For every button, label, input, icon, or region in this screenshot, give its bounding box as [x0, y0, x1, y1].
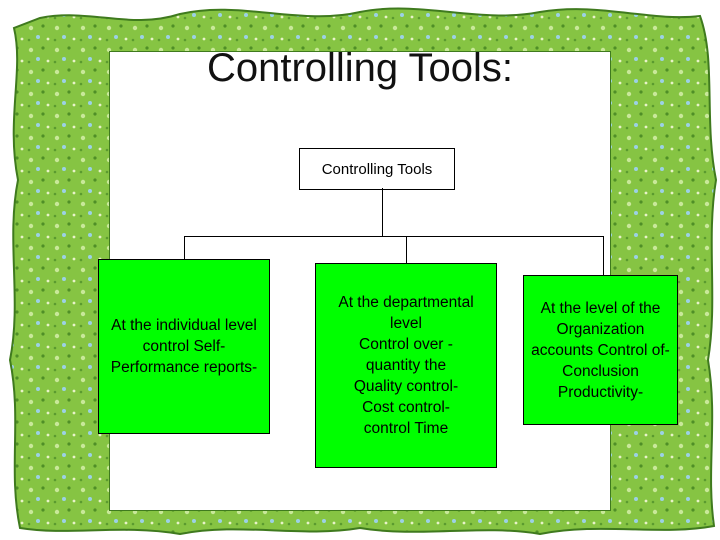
child-node-individual: At the individual level control Self- Pe…	[98, 259, 270, 434]
connector-root-down	[382, 188, 383, 236]
child-node-organization-label: At the level of the Organization account…	[531, 299, 670, 401]
child-node-departmental-label: At the departmental level Control over -…	[338, 294, 474, 437]
connector-left-down	[184, 236, 185, 260]
slide-title: Controlling Tools:	[206, 46, 514, 90]
connector-horizontal	[184, 236, 604, 237]
child-node-individual-label: At the individual level control Self- Pe…	[110, 317, 258, 376]
child-node-organization: At the level of the Organization account…	[523, 275, 678, 425]
connector-middle-down	[406, 236, 407, 264]
child-node-departmental: At the departmental level Control over -…	[315, 263, 497, 468]
root-node: Controlling Tools	[299, 148, 455, 190]
root-node-label: Controlling Tools	[321, 160, 433, 178]
connector-right-down	[603, 236, 604, 276]
